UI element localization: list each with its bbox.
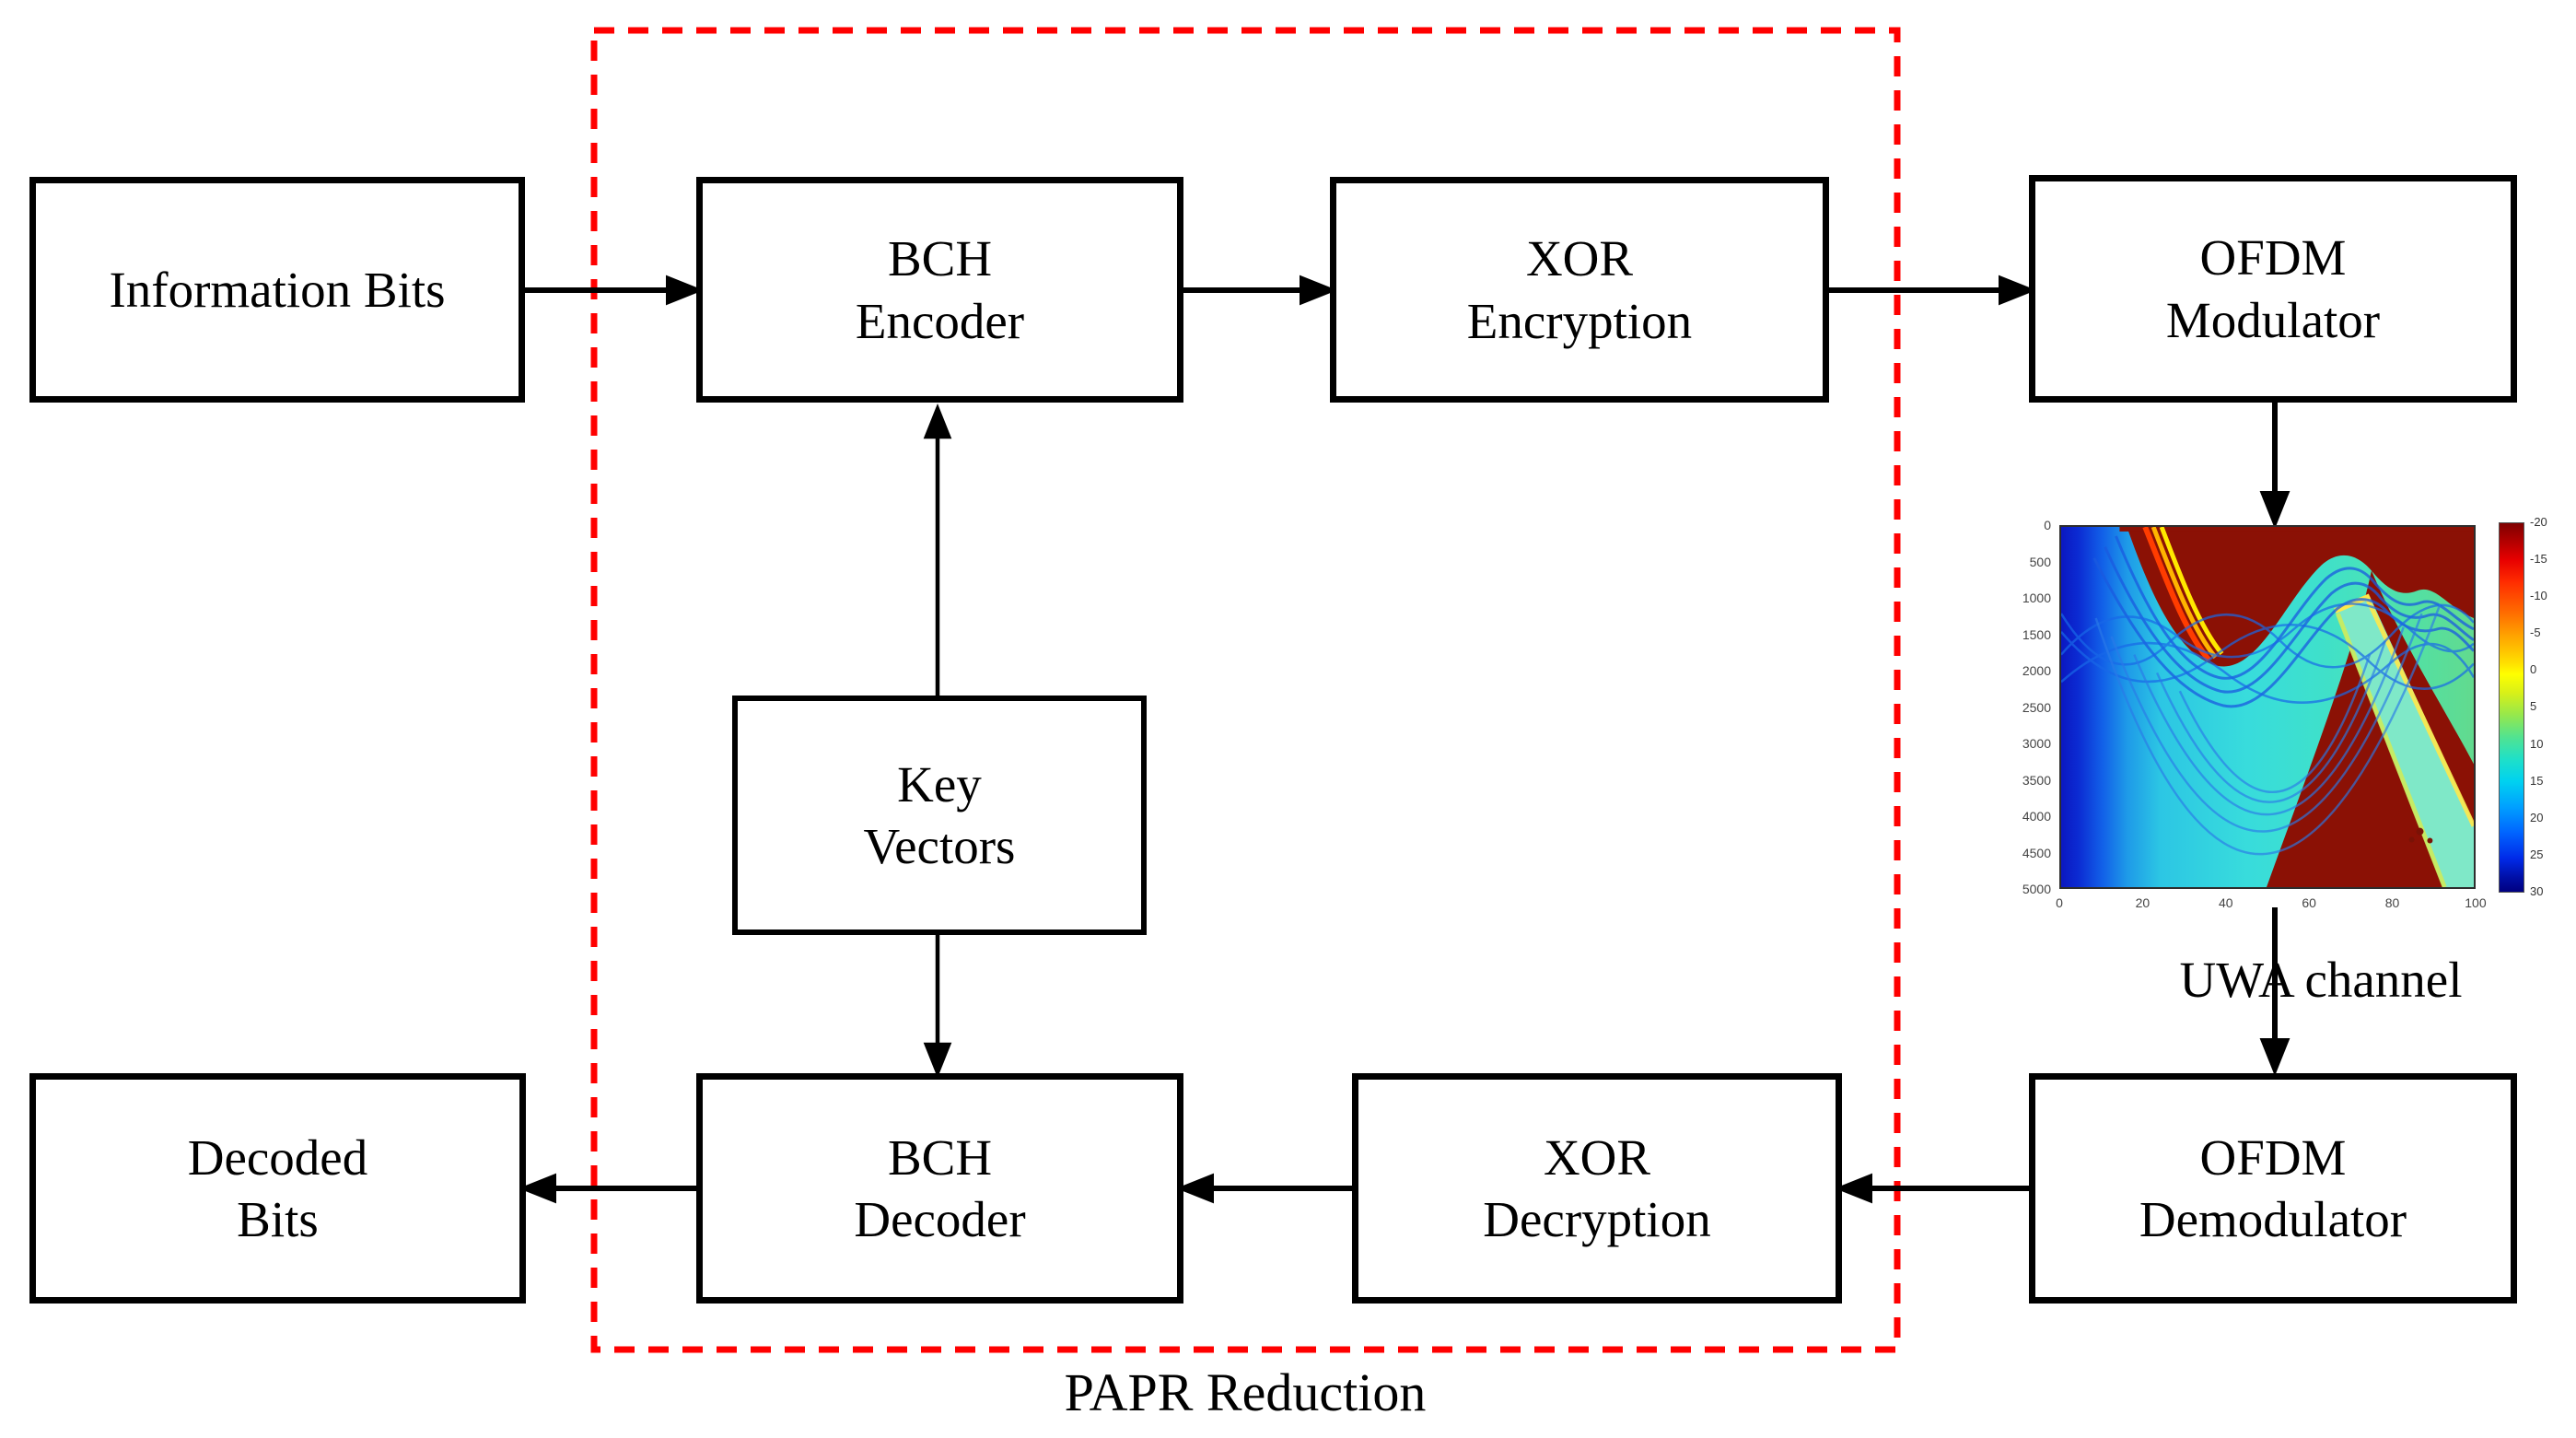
block-label: OFDM [2199,1128,2347,1186]
block-ofdm-demodulator: OFDM Demodulator [2029,1073,2517,1304]
papr-group-outline [590,27,1901,1353]
y-tick-label: 0 [2044,518,2051,532]
y-tick-label: 1500 [2022,626,2051,642]
block-information-bits: Information Bits [29,177,525,403]
colorbar-tick-label: -5 [2530,625,2541,640]
block-xor-decryption: XOR Decryption [1352,1073,1842,1304]
block-ofdm-modulator: OFDM Modulator [2029,175,2517,403]
colorbar-tick-label: 25 [2530,847,2544,861]
block-label: Modulator [2165,291,2381,348]
block-bch-encoder: BCH Encoder [696,177,1183,403]
papr-reduction-label: PAPR Reduction [1064,1362,1427,1422]
block-label: Decoded [187,1128,368,1186]
colorbar [2499,522,2524,893]
block-label: OFDM [2199,229,2347,286]
colorbar-tick-label: 0 [2530,662,2537,677]
x-tick-label: 60 [2302,895,2316,910]
block-label: Information Bits [109,261,446,318]
x-tick-label: 80 [2384,895,2400,910]
uwa-y-axis-ticks: 0 500 1000 1500 2000 2500 3000 3500 4000 4500 5000 [2003,518,2051,896]
block-label: Key [897,755,982,813]
block-label: BCH [887,230,993,287]
block-label: Encryption [1466,292,1693,349]
block-label: Demodulator [2139,1191,2407,1247]
colorbar-tick-label: 15 [2530,773,2544,788]
x-tick-label: 0 [2056,895,2063,910]
block-label: Bits [237,1191,319,1247]
block-key-vectors: Key Vectors [732,696,1147,935]
colorbar-tick-label: 30 [2530,883,2544,898]
uwa-channel-heatmap [2059,525,2476,889]
block-label: Decoder [854,1191,1026,1247]
block-label: Vectors [863,818,1016,874]
y-tick-label: 5000 [2022,882,2051,896]
colorbar-tick-label: 20 [2530,810,2544,824]
block-xor-encryption: XOR Encryption [1330,177,1829,403]
block-label: XOR [1543,1128,1651,1186]
colorbar-tick-label: -15 [2530,552,2547,567]
y-tick-label: 3000 [2022,736,2051,751]
block-decoded-bits: Decoded Bits [29,1073,526,1304]
colorbar-tick-label: 10 [2530,736,2544,751]
key-vector-arrows [923,403,952,1079]
heatmap-art [2061,527,2474,887]
block-label: XOR [1525,230,1634,287]
block-bch-decoder: BCH Decoder [696,1073,1183,1304]
colorbar-tick-label: -20 [2530,515,2547,529]
y-tick-label: 1000 [2022,590,2051,605]
block-label: BCH [887,1128,993,1186]
uwa-channel-label: UWA channel [2179,952,2463,1008]
block-label: Decryption [1483,1191,1711,1247]
y-tick-label: 4000 [2022,809,2051,824]
colorbar-ticks: -20 -15 -10 -5 0 5 10 15 20 25 30 [2530,515,2572,898]
y-tick-label: 4500 [2022,845,2051,860]
y-tick-label: 3500 [2022,772,2051,788]
block-label: Encoder [855,292,1025,349]
y-tick-label: 2000 [2022,663,2051,678]
x-tick-label: 40 [2218,895,2233,910]
y-tick-label: 500 [2029,554,2051,569]
x-tick-label: 20 [2135,895,2151,910]
x-tick-label: 100 [2465,895,2487,910]
colorbar-tick-label: -10 [2530,589,2547,603]
arrows [518,275,2290,1204]
y-tick-label: 2500 [2022,699,2051,715]
uwa-x-axis-ticks: 0 20 40 60 80 100 [2041,895,2494,912]
colorbar-tick-label: 5 [2530,699,2537,714]
